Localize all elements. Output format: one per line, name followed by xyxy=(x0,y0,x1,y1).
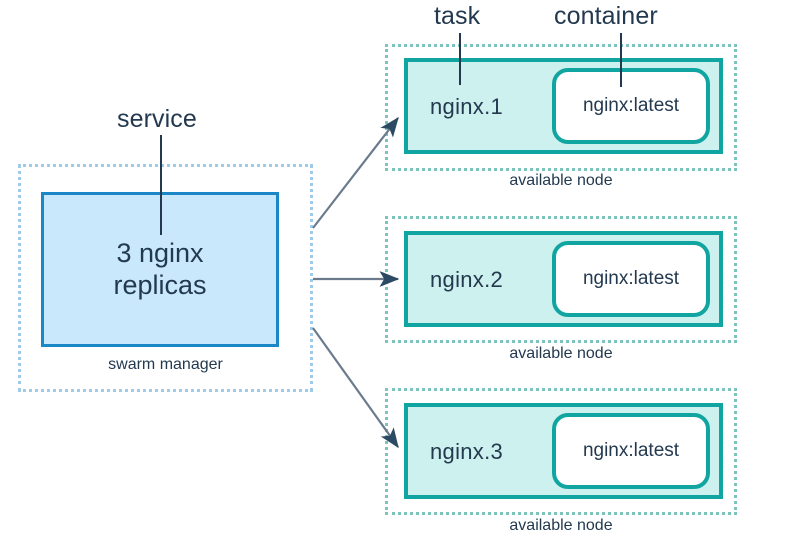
swarm-manager-caption: swarm manager xyxy=(108,356,223,373)
callout-label-task: task xyxy=(434,2,481,30)
available-node-caption-3: available node xyxy=(509,517,613,534)
callout-label-service: service xyxy=(117,105,197,133)
container-box-nginx-3[interactable]: nginx:latest xyxy=(552,413,710,489)
service-box-label: 3 nginx replicas xyxy=(113,237,207,300)
available-node-region-1 xyxy=(385,44,737,171)
service-box[interactable]: 3 nginx replicas xyxy=(41,192,279,347)
swarm-manager-region xyxy=(18,164,313,392)
available-node-region-3 xyxy=(385,388,737,515)
container-box-nginx-2[interactable]: nginx:latest xyxy=(552,241,710,317)
container-label-nginx-2: nginx:latest xyxy=(582,268,680,289)
task-label-nginx-1: nginx.1 xyxy=(430,94,504,119)
task-label-nginx-2: nginx.2 xyxy=(430,267,504,292)
container-label-nginx-1: nginx:latest xyxy=(582,95,680,116)
task-label-nginx-3: nginx.3 xyxy=(430,439,504,464)
container-label-nginx-3: nginx:latest xyxy=(582,440,680,461)
callout-label-container: container xyxy=(554,2,658,30)
container-box-nginx-1[interactable]: nginx:latest xyxy=(552,68,710,144)
available-node-caption-1: available node xyxy=(509,172,613,189)
available-node-caption-2: available node xyxy=(509,345,613,362)
